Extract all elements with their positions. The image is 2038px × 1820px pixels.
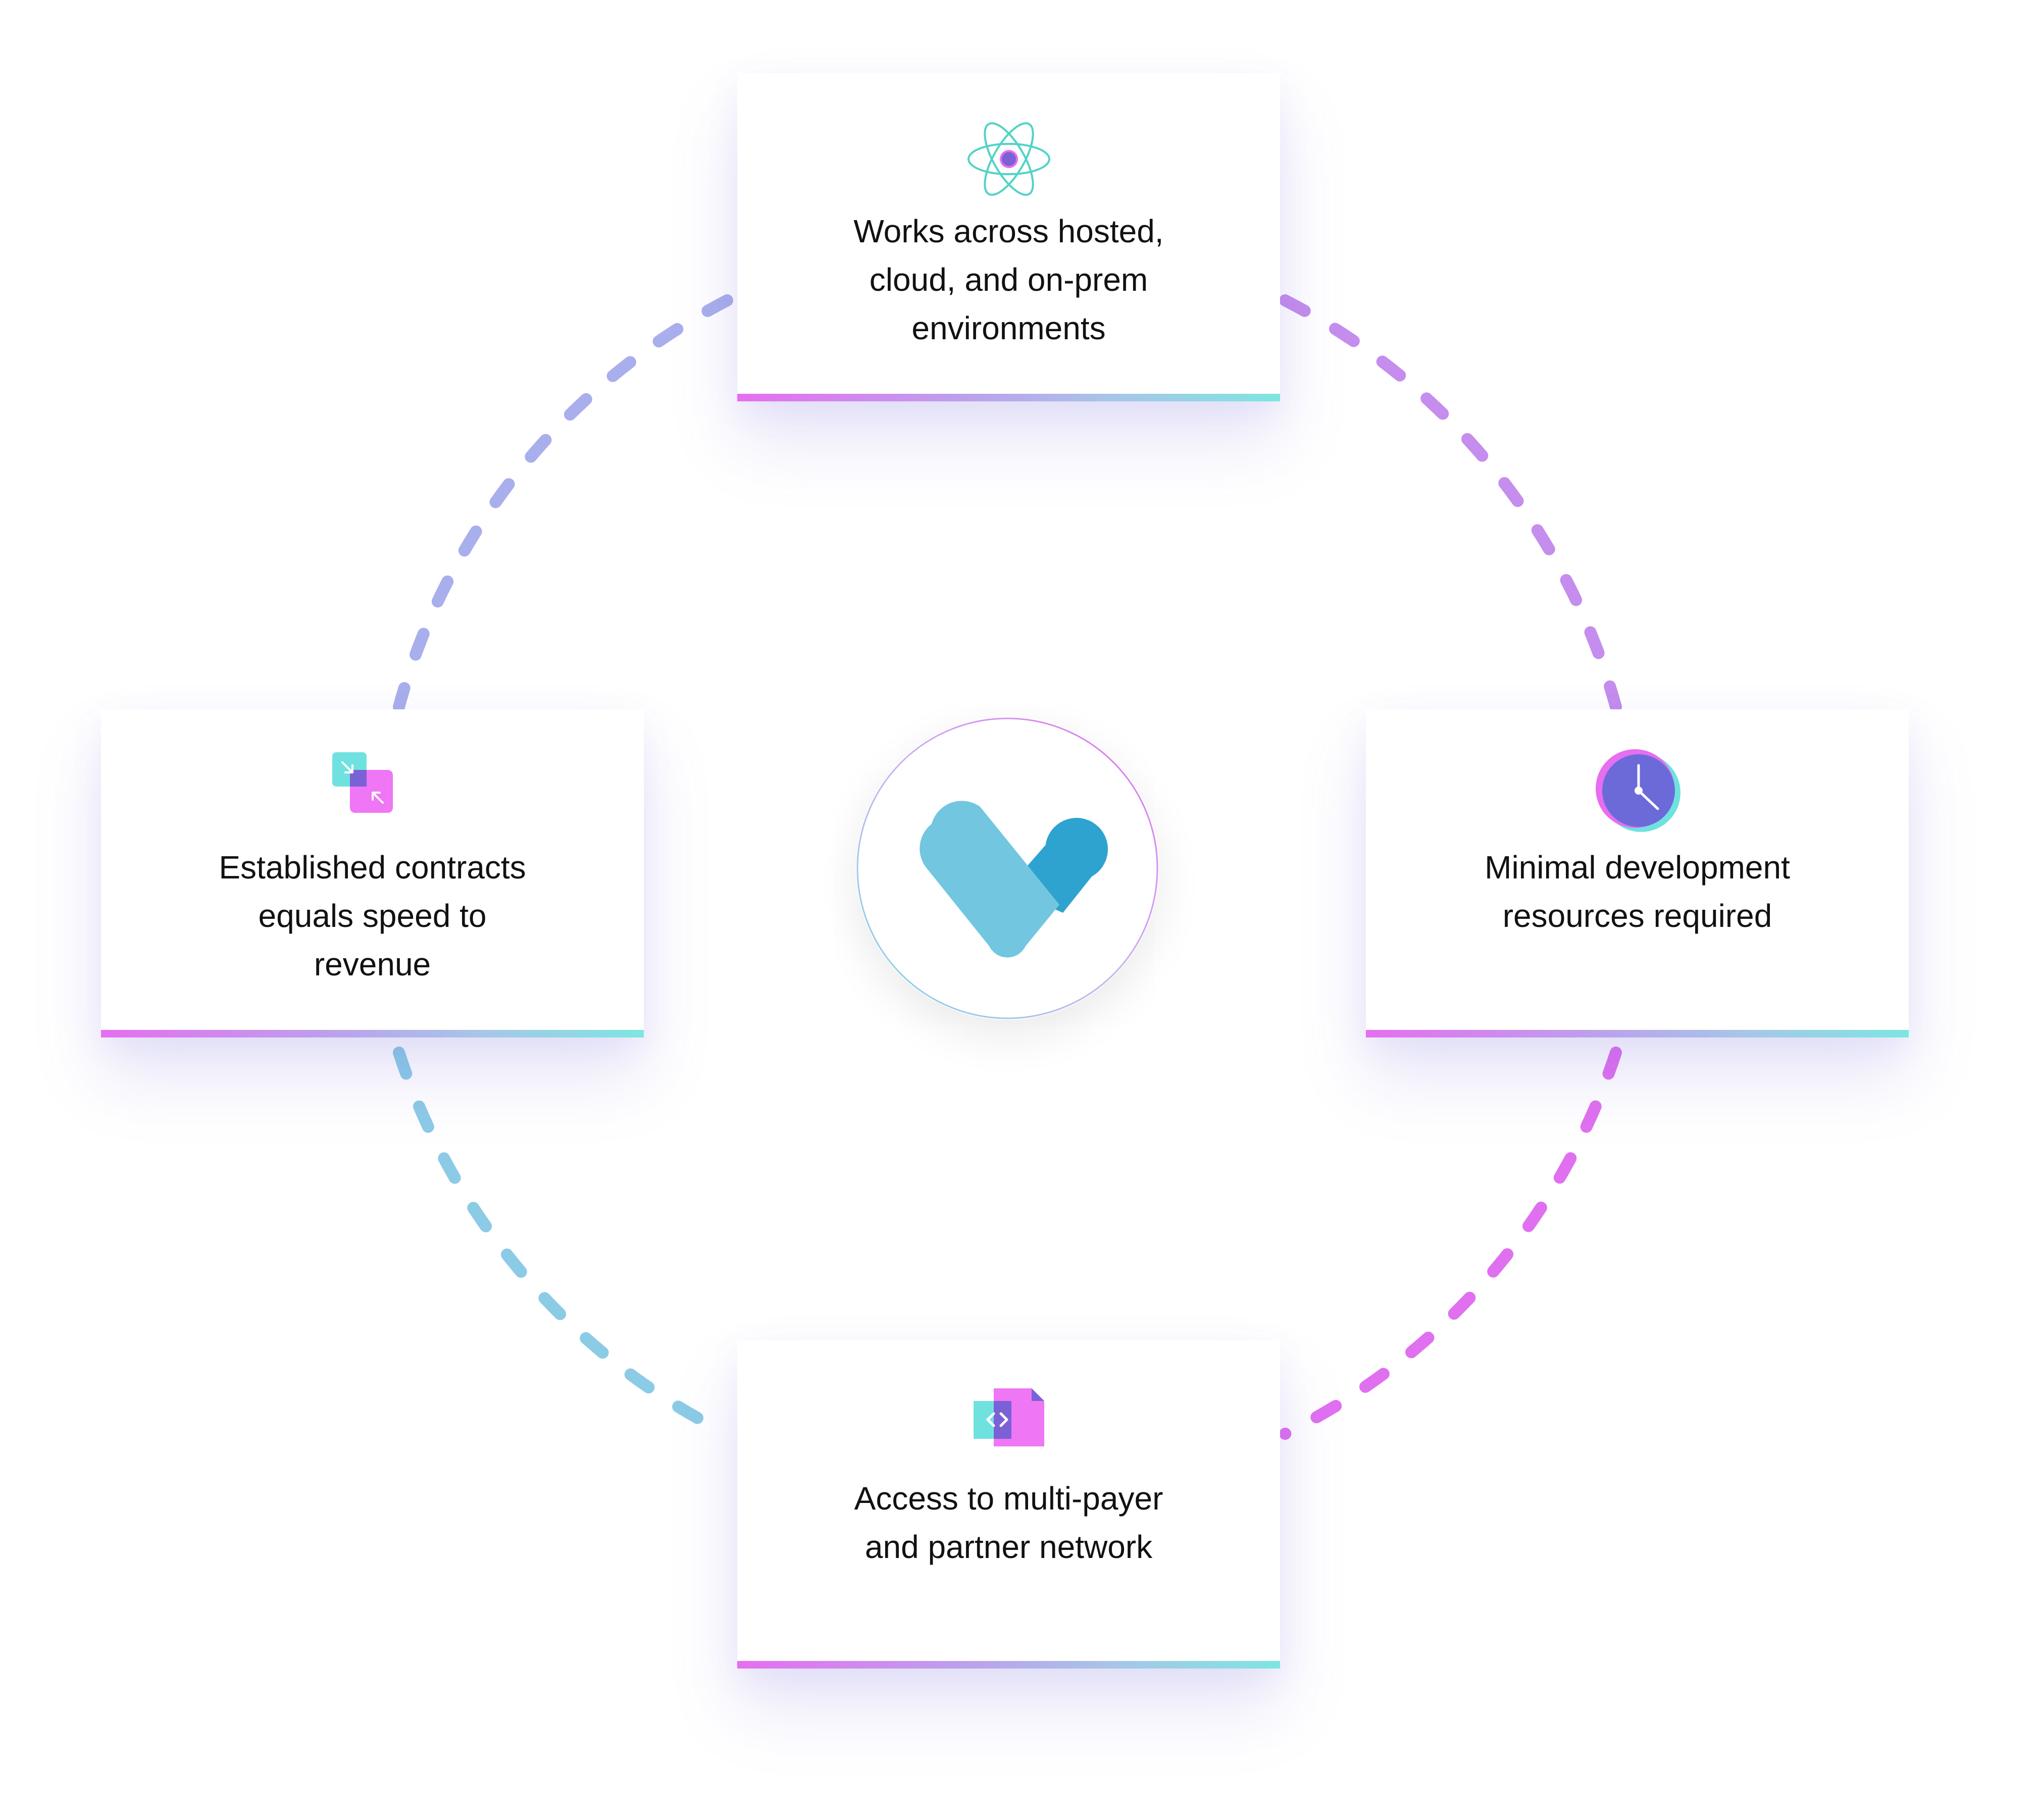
feature-text-right: Minimal development resources required [1485, 849, 1790, 934]
center-logo-disc [856, 717, 1159, 1020]
code-document-icon [963, 1388, 1054, 1459]
atom-icon [963, 119, 1054, 199]
swap-arrows-icon [327, 747, 418, 823]
feature-text-bottom: Access to multi-payer and partner networ… [854, 1480, 1163, 1565]
ring-arc-lower-left [393, 1047, 733, 1440]
ring-arc-upper-right [1279, 294, 1622, 713]
feature-card-bottom: Access to multi-payer and partner networ… [737, 1340, 1280, 1669]
ring-arc-upper-left [393, 294, 733, 713]
card-accent-bar [101, 1030, 644, 1037]
feature-card-top: Works across hosted, cloud, and on-prem … [737, 73, 1280, 401]
card-accent-bar [737, 1661, 1280, 1669]
feature-text-left: Established contracts equals speed to re… [219, 849, 526, 982]
card-accent-bar [737, 394, 1280, 401]
ring-arc-lower-right [1279, 1047, 1622, 1440]
card-accent-bar [1366, 1030, 1909, 1037]
feature-card-left: Established contracts equals speed to re… [101, 709, 644, 1037]
feature-text-top: Works across hosted, cloud, and on-prem … [853, 213, 1164, 346]
clock-icon [1592, 747, 1683, 833]
feature-card-right: Minimal development resources required [1366, 709, 1909, 1037]
heart-check-logo-icon [856, 717, 1158, 1019]
